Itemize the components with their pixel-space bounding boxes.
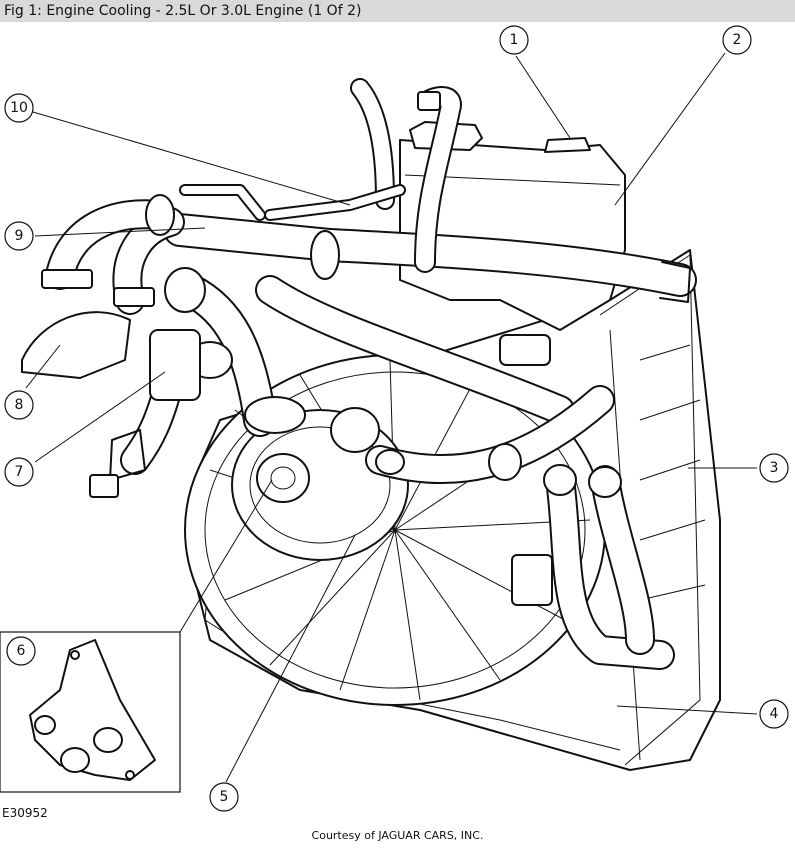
svg-text:3: 3 [770,460,779,476]
callout-10: 10 [4,93,34,123]
figure-title: Fig 1: Engine Cooling - 2.5L Or 3.0L Eng… [4,3,362,19]
upper-left-hose [41,194,175,307]
figure-code: E30952 [2,806,48,820]
callout-4: 4 [759,699,789,729]
svg-text:1: 1 [510,32,519,48]
svg-text:2: 2 [733,32,742,48]
callout-3: 3 [759,453,789,483]
title-bar: Fig 1: Engine Cooling - 2.5L Or 3.0L Eng… [0,0,795,22]
hose-bracket [21,311,131,379]
svg-text:5: 5 [220,789,229,805]
leader-lines [25,52,758,783]
heater-hoses [255,275,675,670]
expansion-tank [399,121,626,331]
svg-text:8: 8 [15,397,24,413]
figure-credit: Courtesy of JAGUAR CARS, INC. [311,829,484,842]
callout-9: 9 [4,221,34,251]
callout-7: 7 [4,457,34,487]
svg-text:10: 10 [10,100,28,116]
callout-2: 2 [722,25,752,55]
svg-text:4: 4 [770,706,779,722]
svg-text:6: 6 [17,643,26,659]
callout-6: 6 [6,636,36,666]
upper-hose [163,213,697,303]
callout-1: 1 [499,25,529,55]
svg-text:9: 9 [15,228,24,244]
tank-return-pipe [350,78,462,273]
svg-text:7: 7 [15,464,24,480]
bleed-pipes [179,184,406,221]
callout-8: 8 [4,390,34,420]
callout-5: 5 [209,782,239,812]
